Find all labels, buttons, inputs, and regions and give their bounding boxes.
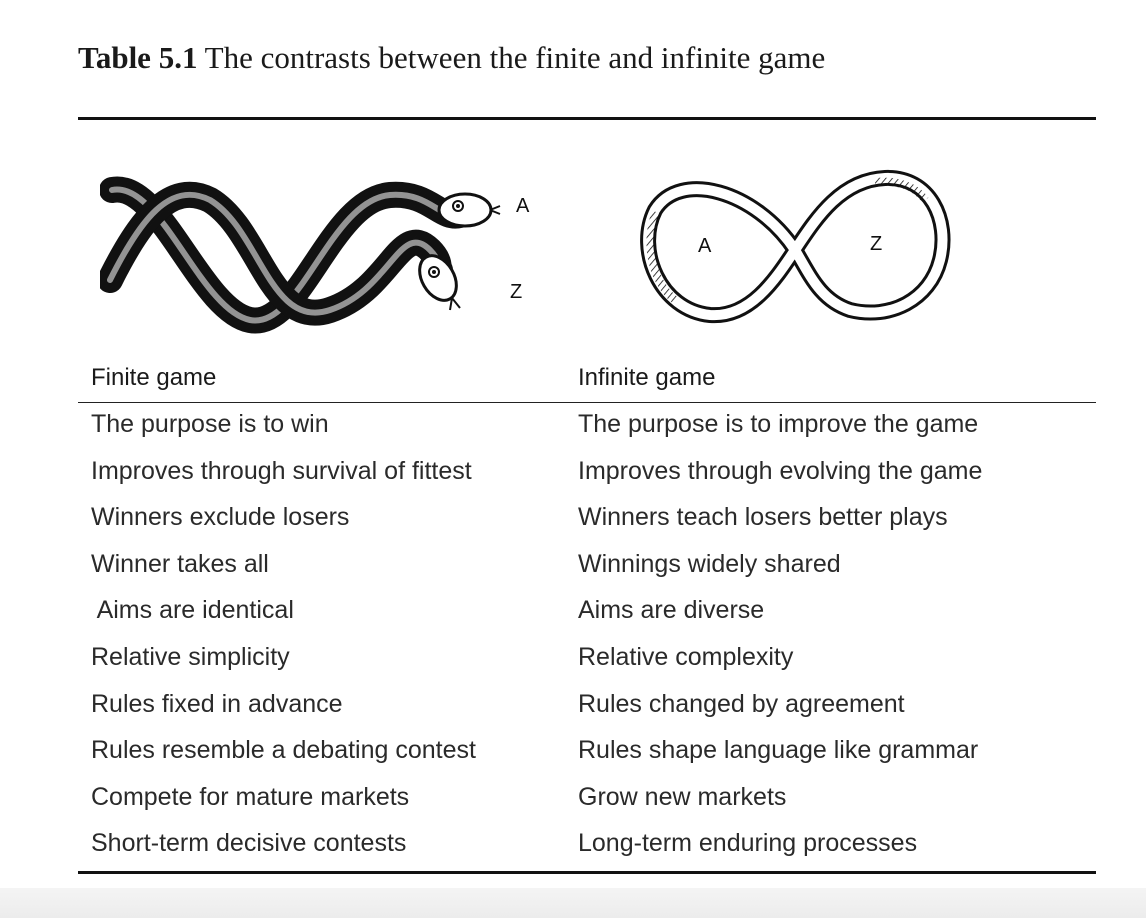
finite-cell: Short-term decisive contests <box>91 829 407 858</box>
table-number: Table 5.1 <box>78 40 198 75</box>
finite-letter-a: A <box>516 195 530 217</box>
finite-letter-z: Z <box>510 281 522 303</box>
infinite-cell: Winnings widely shared <box>578 549 841 578</box>
finite-cell: Rules fixed in advance <box>91 689 343 718</box>
infinite-cell: Relative complexity <box>578 642 794 671</box>
table-row: Rules resemble a debating contest Rules … <box>0 731 1146 778</box>
table-row: Rules fixed in advance Rules changed by … <box>0 685 1146 732</box>
finite-cell: Rules resemble a debating contest <box>91 736 476 765</box>
finite-cell: The purpose is to win <box>91 410 329 438</box>
infinite-cell: Improves through evolving the game <box>578 456 983 485</box>
table-row: Winners exclude losers Winners teach los… <box>0 498 1146 545</box>
header-finite-game: Finite game <box>91 364 217 391</box>
table-body: The purpose is to win The purpose is to … <box>0 405 1146 871</box>
infinite-cell: Grow new markets <box>578 782 787 811</box>
table-row: Improves through survival of fittest Imp… <box>0 452 1146 499</box>
infinite-letter-z: Z <box>870 233 882 255</box>
table-row: Compete for mature markets Grow new mark… <box>0 778 1146 825</box>
finite-cell: Winners exclude losers <box>91 503 350 532</box>
bottom-rule <box>78 871 1096 874</box>
infinite-cell: Winners teach losers better plays <box>578 503 948 532</box>
infinite-letter-a: A <box>698 235 712 257</box>
header-rule <box>78 402 1096 403</box>
finite-cell: Aims are identical <box>91 596 294 625</box>
table-row: The purpose is to win The purpose is to … <box>0 405 1146 452</box>
infinite-cell: The purpose is to improve the game <box>578 410 979 438</box>
finite-cell: Compete for mature markets <box>91 782 410 811</box>
finite-cell: Relative simplicity <box>91 642 290 671</box>
infinite-game-loop-illustration: A Z <box>640 170 951 324</box>
table-row: Short-term decisive contests Long-term e… <box>0 824 1146 871</box>
infinite-cell: Rules shape language like grammar <box>578 736 979 765</box>
table-caption: Table 5.1 The contrasts between the fini… <box>78 40 825 76</box>
table-row: Winner takes all Winnings widely shared <box>0 545 1146 592</box>
table-title: The contrasts between the finite and inf… <box>204 40 826 75</box>
top-rule <box>78 117 1096 120</box>
finite-cell: Winner takes all <box>91 549 269 578</box>
finite-game-snakes-illustration: A Z <box>100 176 530 334</box>
infinite-cell: Long-term enduring processes <box>578 829 918 858</box>
infinite-cell: Aims are diverse <box>578 596 765 625</box>
table-row: Aims are identical Aims are diverse <box>0 591 1146 638</box>
header-infinite-game: Infinite game <box>578 364 716 391</box>
table-row: Relative simplicity Relative complexity <box>0 638 1146 685</box>
infinite-cell: Rules changed by agreement <box>578 689 905 718</box>
finite-cell: Improves through survival of fittest <box>91 456 472 485</box>
page-footer-band <box>0 888 1146 918</box>
